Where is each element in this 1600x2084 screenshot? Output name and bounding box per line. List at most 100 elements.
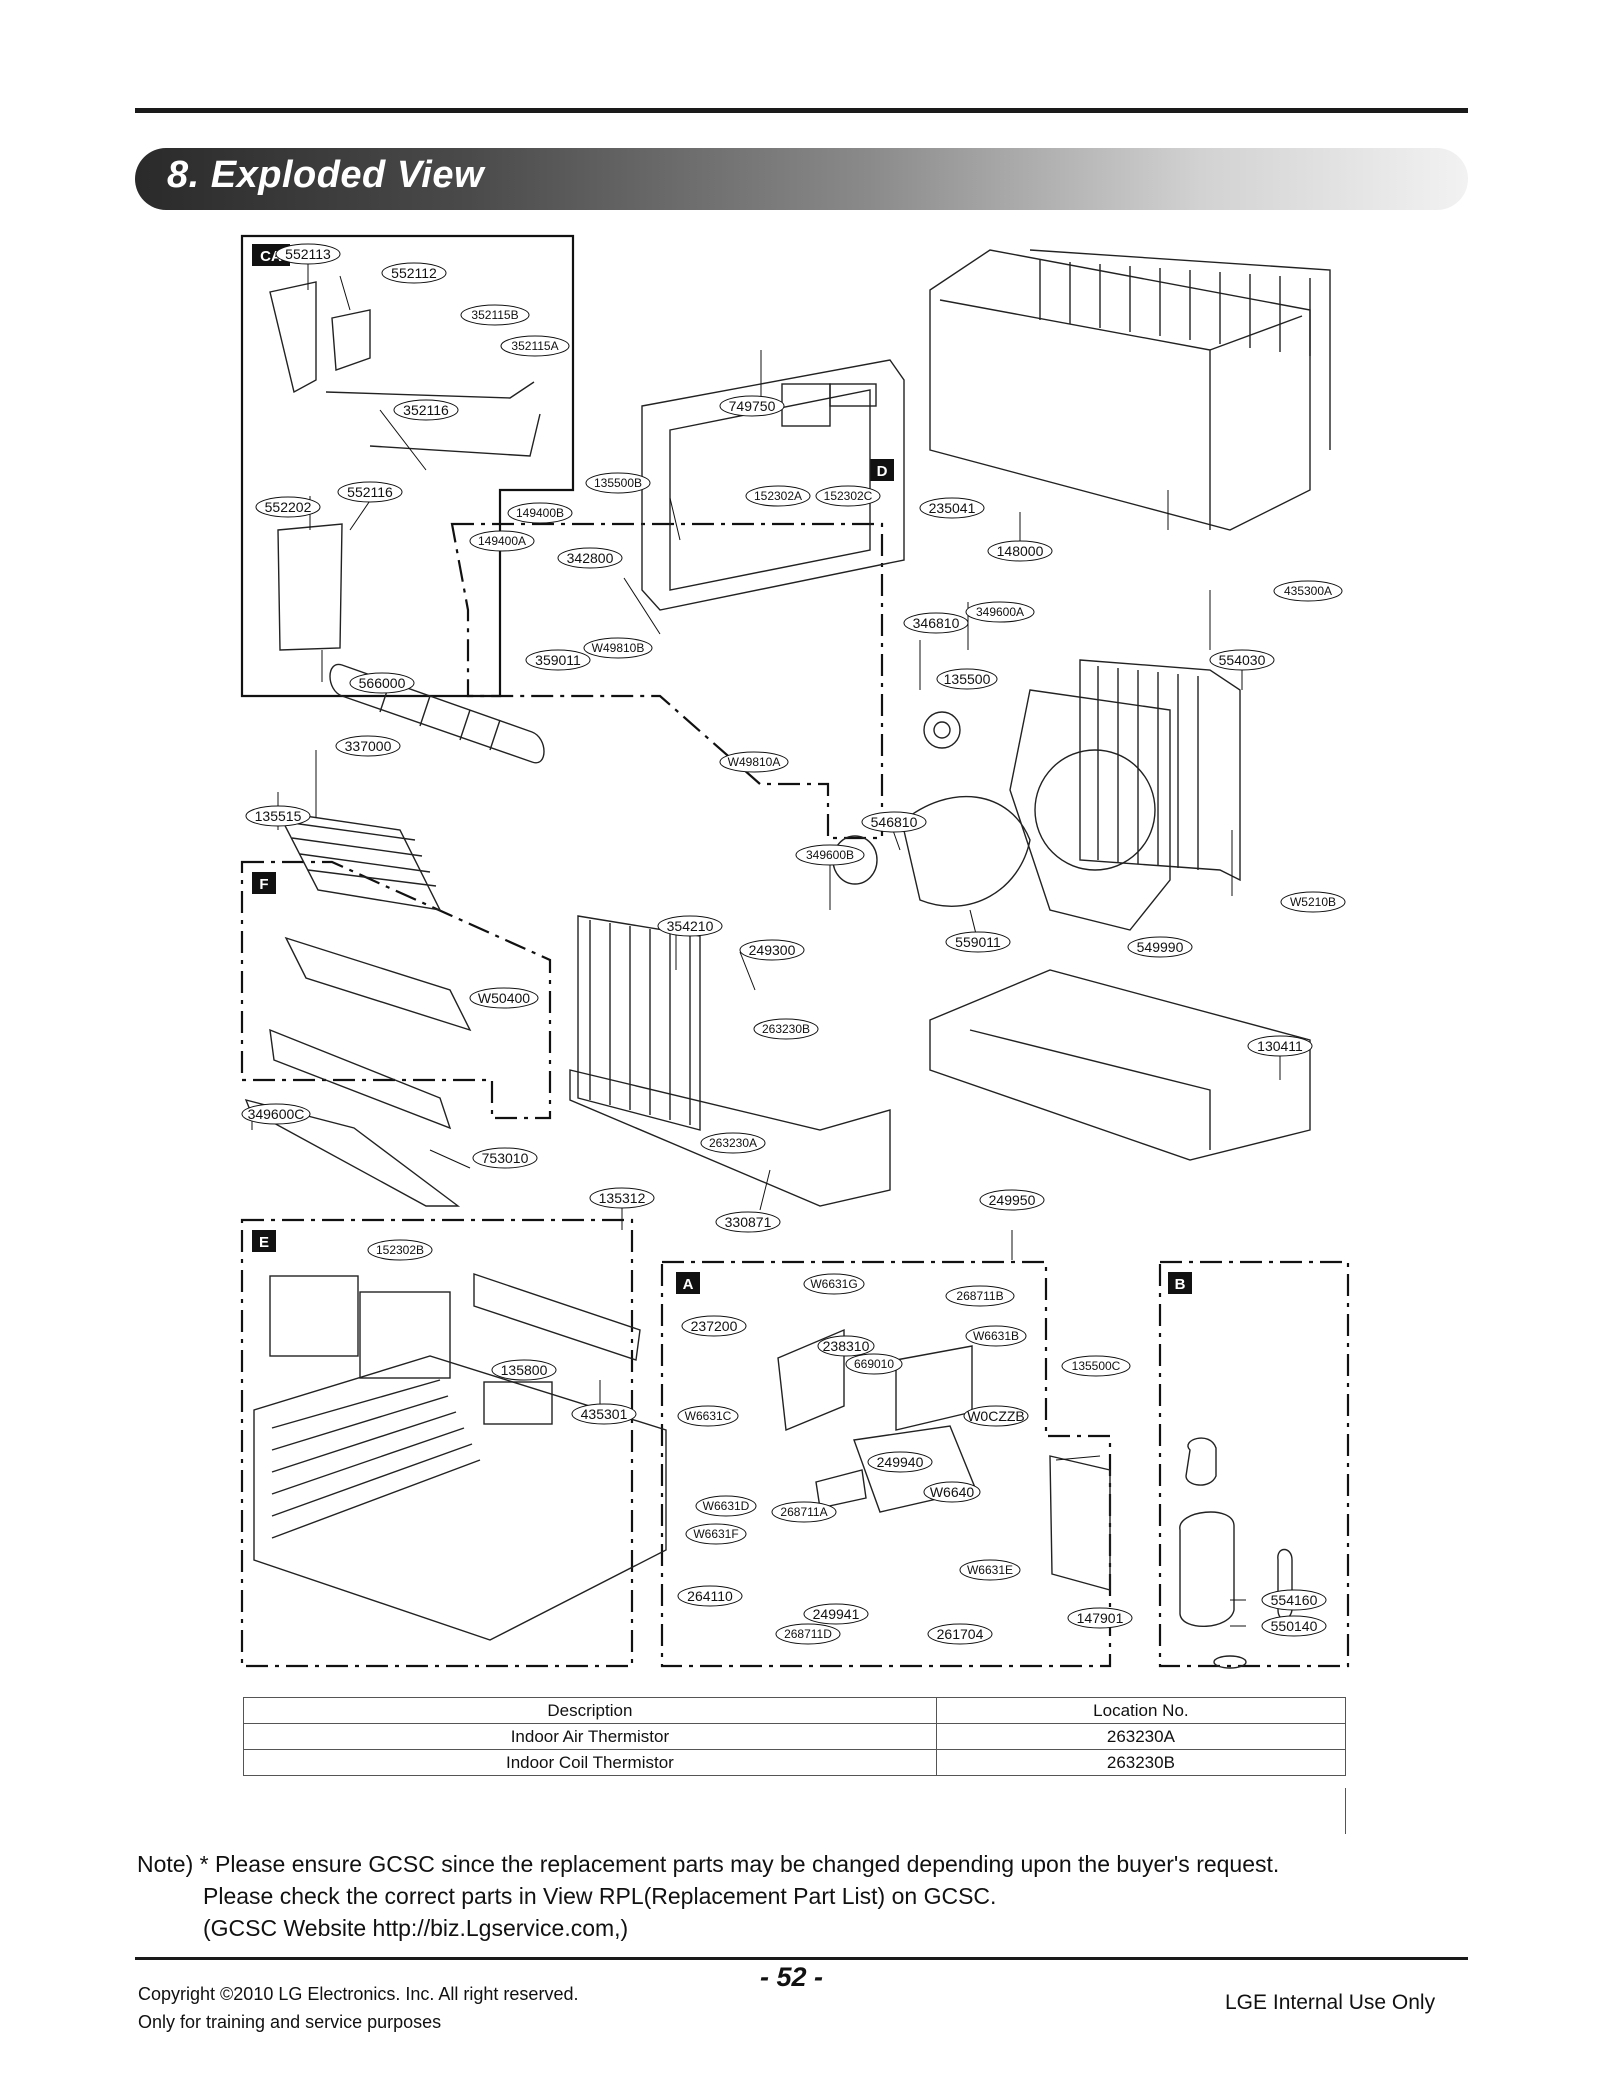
part-label: W6631F [685, 1523, 747, 1545]
svg-text:554160: 554160 [1271, 1592, 1318, 1608]
svg-text:W6640: W6640 [930, 1484, 975, 1500]
part-label: 263230B [753, 1018, 819, 1040]
exploded-view-drawing: CA D F E A B [240, 234, 1350, 1669]
svg-text:263230B: 263230B [762, 1022, 810, 1036]
part-label: 249940 [867, 1451, 933, 1473]
part-label: 559011 [945, 931, 1011, 953]
table-header-row: Description Location No. [243, 1697, 1347, 1724]
svg-text:352116: 352116 [403, 402, 449, 418]
part-label: W50400 [469, 987, 539, 1009]
svg-text:W6631C: W6631C [685, 1409, 732, 1423]
part-label: 435301 [571, 1403, 637, 1425]
svg-text:W49810A: W49810A [728, 755, 781, 769]
part-label: 237200 [681, 1315, 747, 1337]
svg-text:W0CZZB: W0CZZB [967, 1408, 1025, 1424]
part-label: 268711D [775, 1623, 841, 1645]
table-cell: Indoor Coil Thermistor [243, 1749, 937, 1776]
part-label: 554030 [1209, 649, 1275, 671]
svg-text:349600C: 349600C [248, 1106, 305, 1122]
svg-text:W5210B: W5210B [1290, 895, 1336, 909]
callout-f: F [259, 876, 268, 893]
svg-text:552116: 552116 [347, 484, 393, 500]
part-label: 342800 [557, 547, 623, 569]
part-label: 349600B [795, 844, 865, 866]
svg-text:135515: 135515 [255, 808, 302, 824]
part-label: 135500B [585, 472, 651, 494]
part-label: 149400B [507, 502, 573, 524]
svg-text:249300: 249300 [749, 942, 796, 958]
svg-text:354210: 354210 [667, 918, 714, 934]
part-label: 352115A [500, 335, 570, 357]
part-label: 435300A [1273, 580, 1343, 602]
part-label: 249300 [739, 939, 805, 961]
svg-text:W6631G: W6631G [810, 1277, 857, 1291]
copyright-line: Only for training and service purposes [138, 2012, 442, 2032]
svg-text:552112: 552112 [391, 265, 437, 281]
svg-text:249950: 249950 [989, 1192, 1036, 1208]
svg-text:W6631B: W6631B [973, 1329, 1019, 1343]
svg-text:352115A: 352115A [511, 339, 558, 353]
svg-text:135312: 135312 [599, 1190, 646, 1206]
part-label: 249941 [803, 1603, 869, 1625]
part-label: 135500C [1061, 1355, 1131, 1377]
svg-text:249940: 249940 [877, 1454, 924, 1470]
svg-text:W6631E: W6631E [967, 1563, 1013, 1577]
svg-text:559011: 559011 [955, 934, 1001, 950]
svg-text:337000: 337000 [345, 738, 392, 754]
part-label: 550140 [1261, 1615, 1327, 1637]
svg-text:753010: 753010 [482, 1150, 529, 1166]
part-label: W6631B [965, 1325, 1027, 1347]
part-label: 753010 [472, 1147, 538, 1169]
table-header: Location No. [935, 1697, 1347, 1724]
part-label: 330871 [715, 1211, 781, 1233]
note-line: Note) * Please ensure GCSC since the rep… [137, 1851, 1280, 1877]
part-label: 554160 [1261, 1589, 1327, 1611]
svg-text:268711B: 268711B [956, 1289, 1003, 1303]
svg-text:554030: 554030 [1219, 652, 1266, 668]
part-label: 552116 [337, 481, 403, 503]
part-label: 152302B [367, 1239, 433, 1261]
part-label: 268711B [945, 1285, 1015, 1307]
callout-b: B [1175, 1276, 1186, 1293]
group-f-frame [240, 860, 552, 1120]
part-label: 261704 [927, 1623, 993, 1645]
svg-text:552113: 552113 [285, 246, 331, 262]
page-number: - 52 - [760, 1962, 824, 1992]
svg-text:148000: 148000 [997, 543, 1044, 559]
top-rule [135, 108, 1468, 113]
part-label: W6631C [677, 1405, 739, 1427]
svg-text:W6631F: W6631F [693, 1527, 738, 1541]
table-header: Description [243, 1697, 937, 1724]
callout-e: E [259, 1234, 269, 1251]
svg-text:669010: 669010 [854, 1357, 894, 1371]
svg-text:238310: 238310 [823, 1338, 870, 1354]
thermistor-table: Description Location No. Indoor Air Ther… [243, 1697, 1347, 1776]
part-label: W6631G [803, 1273, 865, 1295]
svg-text:152302A: 152302A [754, 489, 802, 503]
part-label: 135800 [491, 1359, 557, 1381]
svg-text:135500: 135500 [944, 671, 991, 687]
svg-text:130411: 130411 [1257, 1038, 1303, 1054]
section-title: 8. Exploded View [167, 154, 485, 196]
copyright: Copyright ©2010 LG Electronics. Inc. All… [138, 1980, 578, 2036]
part-label: 546810 [861, 811, 927, 833]
part-label: 552112 [381, 262, 447, 284]
svg-text:352115B: 352115B [471, 308, 518, 322]
part-label: 346810 [903, 612, 969, 634]
part-label: 235041 [919, 497, 985, 519]
part-label: 352116 [393, 399, 459, 421]
part-label: 566000 [349, 672, 415, 694]
svg-text:W50400: W50400 [478, 990, 530, 1006]
svg-text:435301: 435301 [581, 1406, 628, 1422]
part-label: W6631D [695, 1495, 757, 1517]
part-label: 148000 [987, 540, 1053, 562]
svg-text:268711A: 268711A [780, 1505, 827, 1519]
part-label: 238310 [817, 1335, 875, 1357]
part-label: 152302C [815, 485, 881, 507]
callout-badges: CA D F E A B [252, 244, 1192, 1294]
callout-d: D [877, 463, 888, 480]
part-label: 147901 [1067, 1607, 1133, 1629]
table-cell: 263230B [935, 1749, 1347, 1776]
svg-text:552202: 552202 [265, 499, 312, 515]
part-label: 152302A [745, 485, 811, 507]
